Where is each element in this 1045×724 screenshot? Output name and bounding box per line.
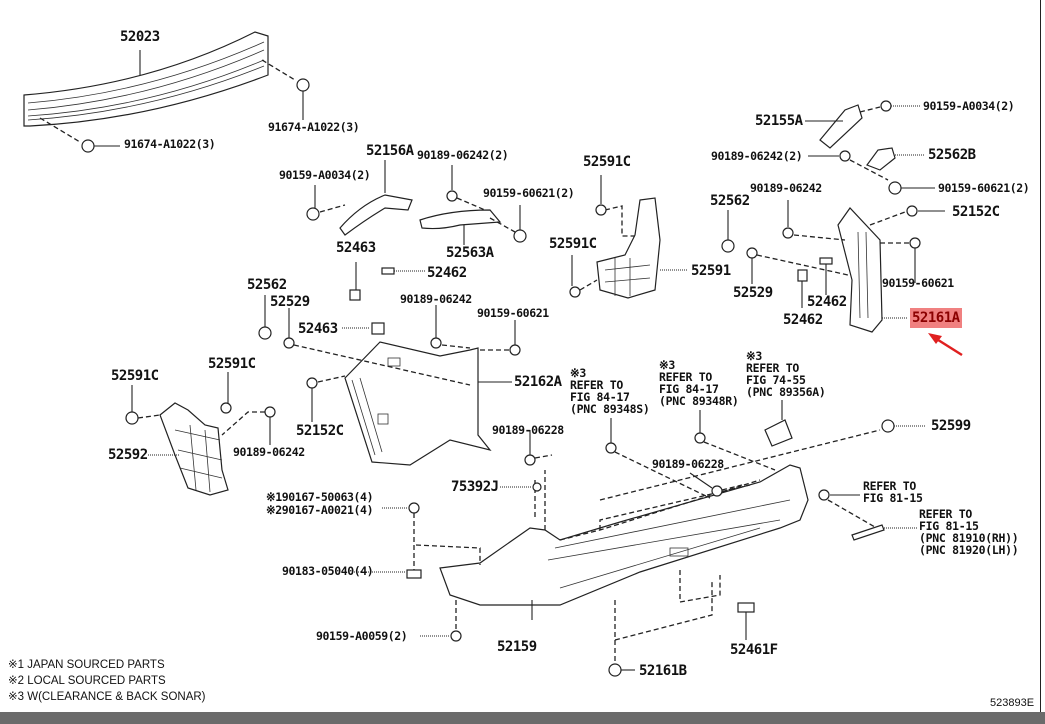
part-label-90159-60621-right[interactable]: 90159-60621 bbox=[882, 276, 954, 290]
reference-pnc-89356a[interactable]: ※3 REFER TO FIG 74-55 (PNC 89356A) bbox=[746, 349, 826, 399]
part-label-90189-06242-right[interactable]: 90189-06242 bbox=[750, 181, 822, 195]
bracket-52562B-drawing bbox=[808, 147, 935, 195]
part-label-52462-top[interactable]: 52462 bbox=[427, 265, 467, 281]
part-label-52156a[interactable]: 52156A bbox=[366, 143, 414, 159]
bolt-91674-right bbox=[261, 59, 310, 120]
part-label-52529-left[interactable]: 52529 bbox=[270, 294, 310, 310]
part-label-75392j[interactable]: 75392J bbox=[451, 479, 499, 495]
footnote-1: ※1 JAPAN SOURCED PARTS bbox=[8, 659, 165, 671]
clip-52462-top bbox=[381, 267, 425, 275]
part-label-52529-mid[interactable]: 52529 bbox=[733, 285, 773, 301]
part-label-90189-06228-left[interactable]: 90189-06228 bbox=[492, 423, 564, 437]
part-label-52562-mid[interactable]: 52562 bbox=[710, 193, 750, 209]
part-label-52562-left[interactable]: 52562 bbox=[247, 277, 287, 293]
part-label-52599[interactable]: 52599 bbox=[931, 418, 971, 434]
part-label-90167-50063[interactable]: ※190167-50063(4) bbox=[266, 490, 374, 504]
part-label-90159-60621-2-left[interactable]: 90159-60621(2) bbox=[483, 186, 575, 200]
grommet-52562-mid bbox=[721, 210, 735, 253]
reference-pnc-89348s[interactable]: ※3 REFER TO FIG 84-17 (PNC 89348S) bbox=[570, 366, 650, 416]
part-label-52591c-left[interactable]: 52591C bbox=[111, 368, 159, 384]
reinforcement-beam-drawing bbox=[23, 31, 269, 127]
part-label-52162a[interactable]: 52162A bbox=[514, 374, 562, 390]
part-label-52462-right-a[interactable]: 52462 bbox=[807, 294, 847, 310]
part-label-52152c-left[interactable]: 52152C bbox=[296, 423, 344, 439]
reference-pnc-89348r[interactable]: ※3 REFER TO FIG 84-17 (PNC 89348R) bbox=[659, 358, 739, 408]
part-label-90189-06242-center[interactable]: 90189-06242 bbox=[400, 292, 472, 306]
part-label-90183-05040[interactable]: 90183-05040(4) bbox=[282, 564, 374, 578]
part-label-90159-a0034-2-left[interactable]: 90159-A0034(2) bbox=[279, 168, 371, 182]
part-label-91674-a1022-left[interactable]: 91674-A1022(3) bbox=[124, 137, 216, 151]
right-border bbox=[1040, 0, 1041, 712]
part-label-52591c-left-b[interactable]: 52591C bbox=[208, 356, 256, 372]
reference-fig-81-15-pnc[interactable]: REFER TO FIG 81-15 (PNC 81910(RH)) (PNC … bbox=[919, 507, 1019, 557]
extension-52162A-drawing bbox=[258, 295, 521, 466]
part-label-52155a[interactable]: 52155A bbox=[755, 113, 803, 129]
part-label-52591c-mid[interactable]: 52591C bbox=[549, 236, 597, 252]
part-label-90189-06242-2-top[interactable]: 90189-06242(2) bbox=[417, 148, 509, 162]
liner-52591-drawing bbox=[569, 175, 688, 299]
bottom-scrollbar[interactable] bbox=[0, 712, 1045, 724]
part-label-52562b[interactable]: 52562B bbox=[928, 147, 976, 163]
bolt-91674-left bbox=[39, 117, 120, 153]
part-label-52592[interactable]: 52592 bbox=[108, 447, 148, 463]
extension-52161A-drawing bbox=[782, 200, 945, 333]
part-label-52591c-top[interactable]: 52591C bbox=[583, 154, 631, 170]
bumper-fasteners bbox=[352, 400, 925, 677]
part-label-52463-left[interactable]: 52463 bbox=[298, 321, 338, 337]
part-label-52463-top[interactable]: 52463 bbox=[336, 240, 376, 256]
bracket-52563A-drawing bbox=[419, 165, 527, 245]
footnote-3: ※3 W(CLEARANCE & BACK SONAR) bbox=[8, 691, 206, 703]
bumper-cover-52159-drawing bbox=[439, 464, 809, 620]
part-label-90167-a0021[interactable]: ※290167-A0021(4) bbox=[266, 503, 374, 517]
part-label-90159-a0034-2-right[interactable]: 90159-A0034(2) bbox=[923, 99, 1015, 113]
part-label-52563a[interactable]: 52563A bbox=[446, 245, 494, 261]
part-label-90159-a0059[interactable]: 90159-A0059(2) bbox=[316, 629, 408, 643]
part-label-52161a-highlighted[interactable]: 52161A bbox=[910, 308, 962, 328]
clip-52463-top bbox=[349, 262, 361, 301]
liner-52592-drawing bbox=[125, 372, 276, 496]
part-label-90189-06242-2-right[interactable]: 90189-06242(2) bbox=[711, 149, 803, 163]
part-label-90159-60621-center[interactable]: 90159-60621 bbox=[477, 306, 549, 320]
part-label-91674-a1022-right[interactable]: 91674-A1022(3) bbox=[268, 120, 360, 134]
part-label-52159[interactable]: 52159 bbox=[497, 639, 537, 655]
part-label-52152c-right[interactable]: 52152C bbox=[952, 204, 1000, 220]
bracket-52155A-drawing bbox=[805, 100, 920, 149]
part-label-52161b[interactable]: 52161B bbox=[639, 663, 687, 679]
reference-fig-81-15[interactable]: REFER TO FIG 81-15 bbox=[863, 479, 923, 505]
part-label-52591[interactable]: 52591 bbox=[691, 263, 731, 279]
part-label-52462-right-b[interactable]: 52462 bbox=[783, 312, 823, 328]
part-label-90159-60621-2-right[interactable]: 90159-60621(2) bbox=[938, 181, 1030, 195]
part-label-90189-06242-left[interactable]: 90189-06242 bbox=[233, 445, 305, 459]
bracket-52156A-drawing bbox=[306, 160, 413, 236]
part-label-52023[interactable]: 52023 bbox=[120, 29, 160, 45]
footnote-2: ※2 LOCAL SOURCED PARTS bbox=[8, 675, 166, 687]
figure-id: 523893E bbox=[990, 697, 1035, 709]
part-label-90189-06228-right[interactable]: 90189-06228 bbox=[652, 457, 724, 471]
clip-52529-mid bbox=[746, 247, 849, 284]
part-label-52461f[interactable]: 52461F bbox=[730, 642, 778, 658]
callout-arrow bbox=[928, 333, 963, 357]
